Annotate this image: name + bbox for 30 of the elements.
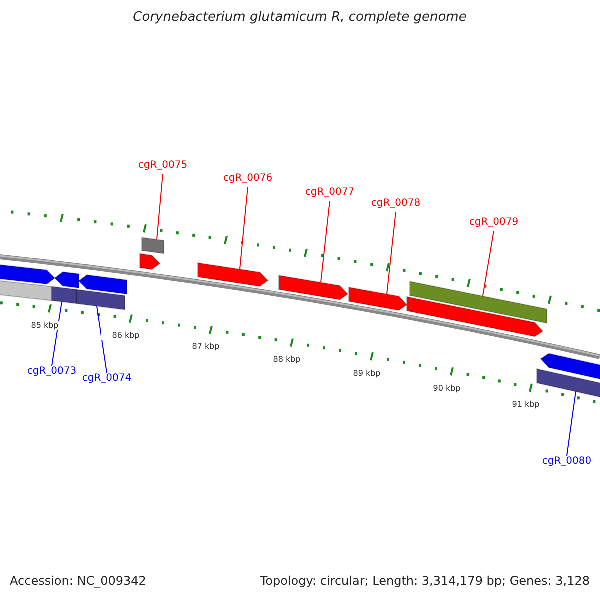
gene-label: cgR_0076 — [214, 173, 282, 184]
gene-label: cgR_0077 — [296, 187, 364, 198]
gene-bar — [278, 275, 349, 300]
gene-bar — [540, 353, 600, 382]
gene-bar — [0, 279, 52, 302]
gene-label: cgR_0080 — [533, 456, 600, 467]
gene-bar — [410, 280, 548, 324]
leader-line — [482, 230, 494, 296]
gene-bar — [536, 368, 600, 400]
leader-line — [96, 306, 108, 374]
gene-bar — [54, 272, 80, 289]
leader-line — [386, 212, 396, 295]
gene-box — [142, 237, 164, 254]
gene-label: cgR_0074 — [73, 373, 141, 384]
gene-bar — [406, 296, 544, 338]
gene-label: cgR_0075 — [129, 160, 197, 171]
gene-label: cgR_0079 — [460, 217, 528, 228]
gene-bar — [348, 286, 408, 312]
gene-label: cgR_0078 — [362, 198, 430, 209]
title: Corynebacterium glutamicum R, complete genome — [133, 10, 467, 25]
leader-line — [156, 174, 164, 240]
leader-line — [52, 302, 62, 366]
accession-text: Accession: NC_009342 — [10, 574, 146, 588]
leader-line — [240, 186, 248, 270]
leader-line — [566, 391, 576, 456]
gene-bar — [198, 262, 269, 288]
gene-bar — [52, 286, 78, 304]
leader-line — [320, 200, 330, 284]
genome-info-text: Topology: circular; Length: 3,314,179 bp; Genes: 3,128 — [260, 574, 590, 588]
gene-bar — [140, 253, 161, 270]
